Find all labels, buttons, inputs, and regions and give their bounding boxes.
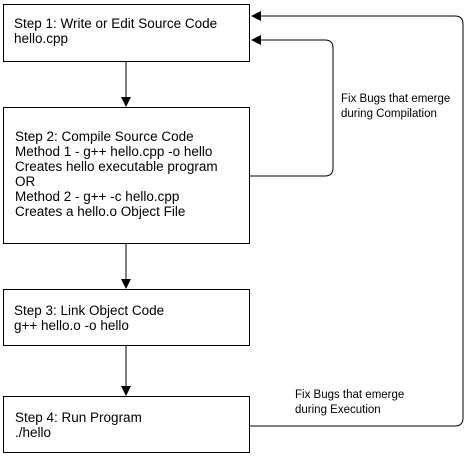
- step-2-method-2-result: Creates a hello.o Object File: [15, 204, 186, 219]
- step-4-box: Step 4: Run Program ./hello: [3, 396, 250, 453]
- step-4-detail: ./hello: [15, 425, 52, 440]
- feedback-label-execution: Fix Bugs that emerge during Execution: [295, 388, 404, 418]
- step-2-box: Step 2: Compile Source Code Method 1 - g…: [3, 107, 250, 244]
- step-2-method-2: Method 2 - g++ -c hello.cpp: [15, 189, 180, 204]
- feedback-arrow-execution: [250, 11, 464, 427]
- step-1-box: Step 1: Write or Edit Source Code hello.…: [3, 4, 250, 62]
- feedback-execution-line-2: during Execution: [295, 404, 381, 416]
- feedback-compilation-line-2: during Compilation: [341, 108, 437, 120]
- feedback-compilation-line-1: Fix Bugs that emerge: [341, 93, 451, 105]
- feedback-arrow-compilation: [250, 35, 334, 177]
- step-4-title: Step 4: Run Program: [15, 410, 142, 425]
- feedback-label-compilation: Fix Bugs that emerge during Compilation: [341, 92, 450, 122]
- step-3-detail: g++ hello.o -o hello: [14, 318, 129, 333]
- feedback-execution-line-1: Fix Bugs that emerge: [295, 389, 405, 401]
- step-1-detail: hello.cpp: [14, 31, 69, 46]
- step-3-title: Step 3: Link Object Code: [14, 303, 165, 318]
- step-1-title: Step 1: Write or Edit Source Code: [14, 16, 218, 31]
- step-2-method-1-result: Creates hello executable program: [15, 159, 218, 174]
- step-2-method-1: Method 1 - g++ hello.cpp -o hello: [15, 144, 213, 159]
- step-2-title: Step 2: Compile Source Code: [15, 129, 194, 144]
- step-2-or: OR: [15, 174, 36, 189]
- step-3-box: Step 3: Link Object Code g++ hello.o -o …: [3, 289, 250, 346]
